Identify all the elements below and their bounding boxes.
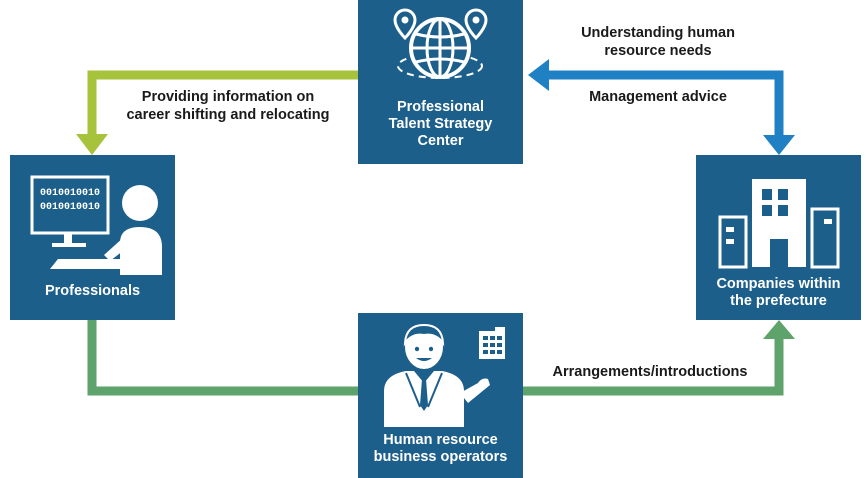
computer-user-icon: 0010010010 0010010010 — [30, 175, 162, 275]
globe-with-location-pins-icon — [393, 8, 488, 79]
node-professionals: 0010010010 0010010010 Professionals — [10, 155, 175, 320]
node-hr-operators: Human resource business operators — [358, 313, 523, 478]
businessman-icon — [384, 323, 490, 427]
operators-label-line-2: business operators — [373, 449, 508, 465]
arrow-center-companies-bidirectional — [528, 59, 795, 155]
center-label-line-1: Professional — [396, 99, 485, 115]
label-arrangements: Arrangements/introductions — [552, 364, 748, 380]
arrow-professionals-operators-companies — [87, 320, 795, 396]
center-label-line-3: Center — [417, 133, 464, 149]
understanding-line-2: resource needs — [604, 43, 712, 59]
companies-label-line-1: Companies within — [716, 276, 841, 292]
operators-label-line-1: Human resource — [383, 432, 498, 448]
providing-line-1: Providing information on — [141, 89, 315, 105]
binary-text-1: 0010010010 — [40, 188, 100, 199]
label-management-advice: Management advice — [589, 89, 727, 105]
companies-label-line-2: the prefecture — [730, 293, 827, 309]
office-building-icon — [718, 179, 840, 269]
node-companies: Companies within the prefecture — [696, 155, 861, 320]
arrow-center-to-professionals — [76, 70, 358, 155]
providing-line-2: career shifting and relocating — [126, 107, 330, 123]
small-building-icon — [479, 327, 505, 359]
node-strategy-center: Professional Talent Strategy Center — [358, 0, 523, 164]
label-understanding-needs: Understanding human resource needs — [548, 24, 768, 60]
center-label-line-2: Talent Strategy — [388, 116, 493, 132]
binary-text-2: 0010010010 — [40, 202, 100, 213]
professionals-label: Professionals — [44, 283, 141, 299]
understanding-line-1: Understanding human — [581, 25, 735, 41]
label-providing-information: Providing information on career shifting… — [108, 88, 348, 124]
